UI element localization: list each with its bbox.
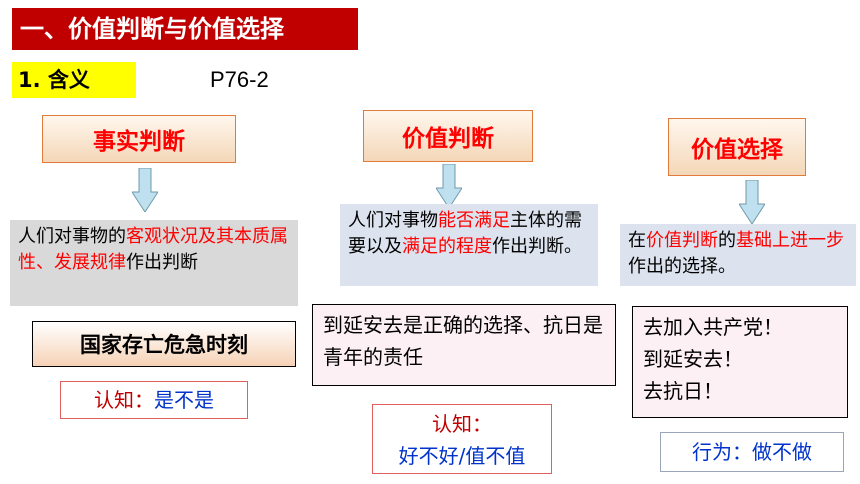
category-value-choice: 价值选择 <box>668 118 806 176</box>
down-arrow-icon <box>436 164 462 208</box>
example-value-judgment: 到延安去是正确的选择、抗日是青年的责任 <box>312 304 616 386</box>
note-fact-judgment: 认知：是不是 <box>60 381 248 419</box>
category-fact-judgment: 事实判断 <box>42 115 236 163</box>
down-arrow-icon <box>739 180 765 224</box>
page-reference: P76-2 <box>210 67 269 92</box>
category-value-judgment: 价值判断 <box>363 110 533 162</box>
definition-value-judgment: 人们对事物能否满足主体的需要以及满足的程度作出判断。 <box>340 204 598 286</box>
definition-fact-judgment: 人们对事物的客观状况及其本质属性、发展规律作出判断 <box>10 220 298 306</box>
section-heading: 1. 含义 <box>12 62 136 98</box>
definition-value-choice: 在价值判断的基础上进一步作出的选择。 <box>620 224 856 286</box>
note-value-choice: 行为：做不做 <box>660 432 844 472</box>
page-title: 一、价值判断与价值选择 <box>12 8 358 50</box>
down-arrow-icon <box>132 168 158 212</box>
example-value-choice: 去加入共产党！ 到延安去！ 去抗日！ <box>632 306 848 418</box>
note-value-judgment: 认知：好不好/值不值 <box>372 404 552 474</box>
example-fact-judgment: 国家存亡危急时刻 <box>32 321 296 367</box>
